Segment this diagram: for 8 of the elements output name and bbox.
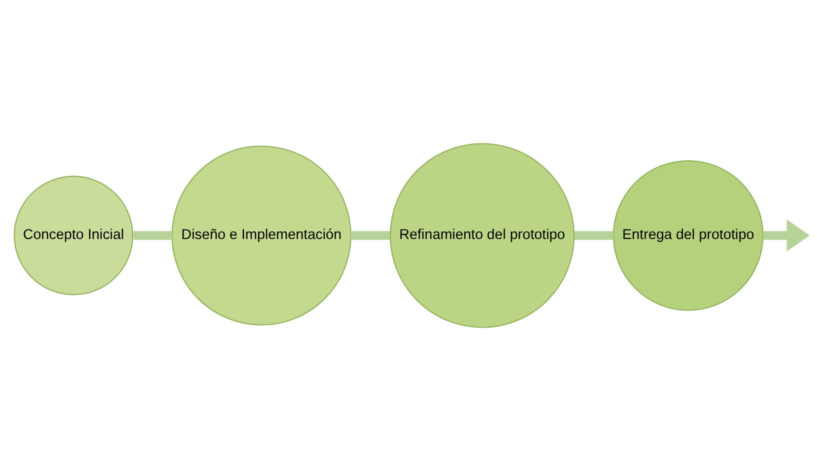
arrow	[762, 218, 809, 252]
node-circle: Concepto Inicial	[14, 175, 134, 295]
node-circle: Diseño e Implementación	[172, 145, 352, 325]
node-circle: Refinamiento del prototipo	[390, 142, 575, 328]
connector	[350, 230, 390, 240]
connector	[133, 230, 172, 240]
connector	[574, 230, 614, 240]
node-circle: Entrega del prototipo	[612, 160, 764, 310]
